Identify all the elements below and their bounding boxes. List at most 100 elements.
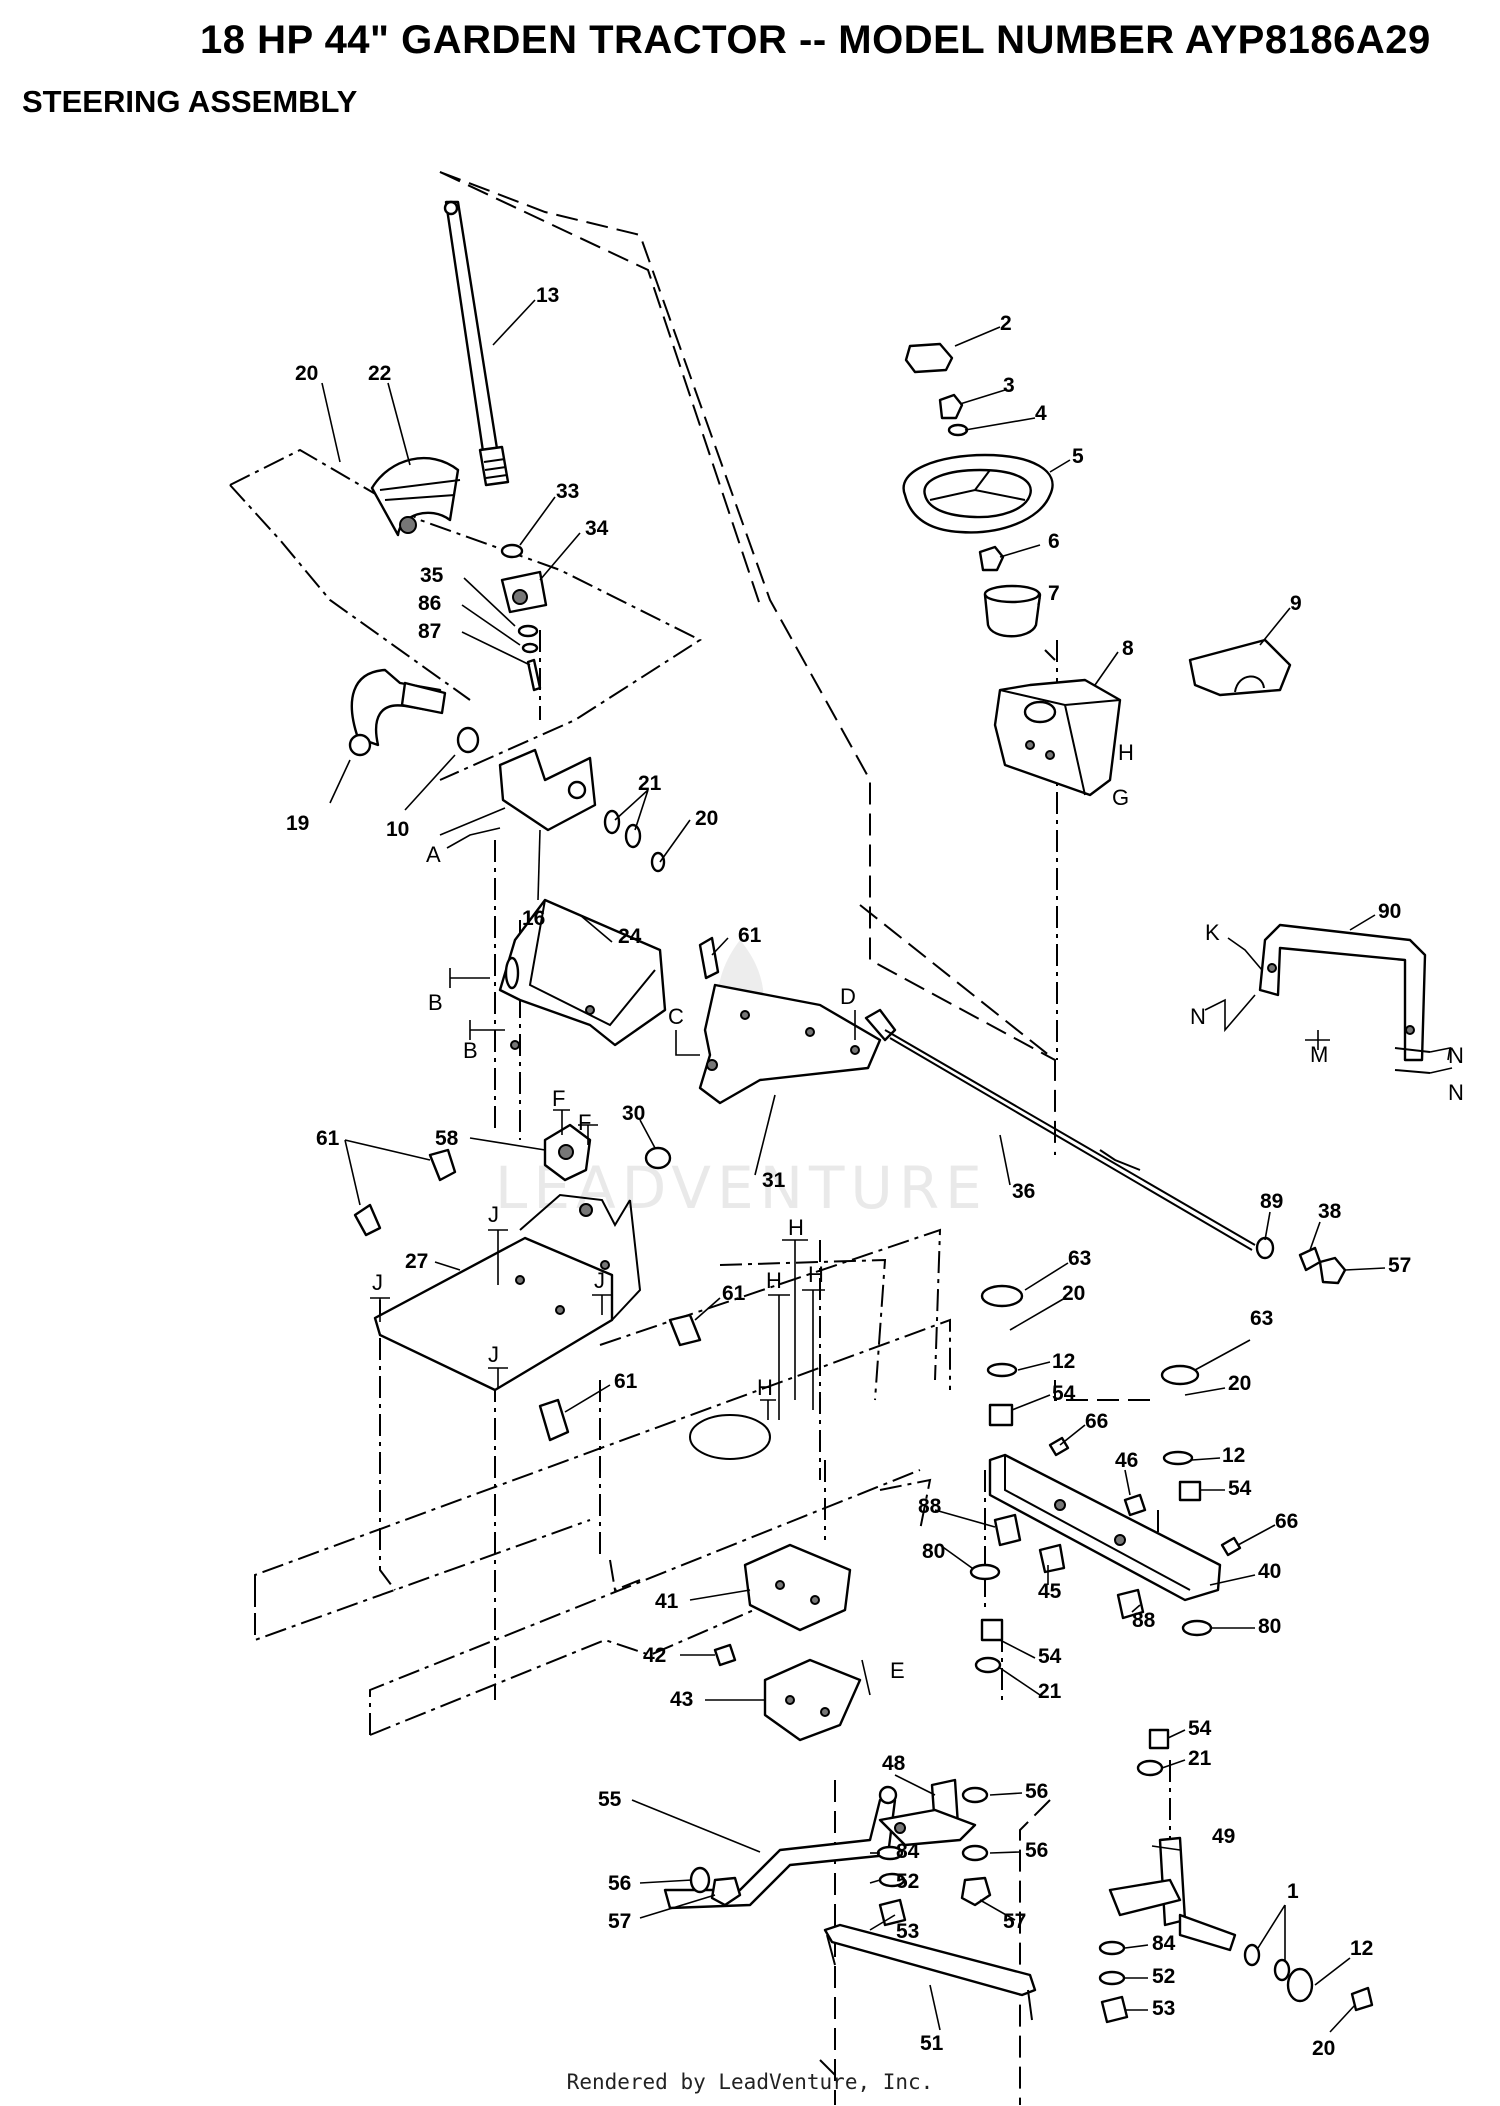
callout-90: 90 [1378, 900, 1401, 923]
callout-24: 24 [618, 925, 642, 948]
part-54-bushings [980, 1403, 1202, 1750]
callout-54: 54 [1052, 1382, 1076, 1405]
callout-57: 57 [608, 1910, 631, 1933]
callout-7: 7 [1048, 582, 1060, 605]
part-57-locknut [710, 1876, 992, 1907]
callout-20: 20 [1062, 1282, 1085, 1305]
callout-53: 53 [896, 1920, 919, 1943]
ref-letter-H: H [766, 1268, 782, 1293]
part-30-ball-joint [644, 1146, 672, 1170]
callout-88: 88 [918, 1495, 942, 1518]
callout-87: 87 [418, 620, 441, 643]
leader-lines [321, 299, 1386, 2033]
ref-letter-A: A [426, 842, 441, 867]
reference-letters: A B B C D E F F G H H H H H J J J J K M [370, 740, 1464, 1696]
callout-20: 20 [695, 807, 718, 830]
part-31-pivot-plate [698, 983, 882, 1105]
part-41-axle-bracket [743, 1543, 852, 1632]
ref-letter-J: J [488, 1342, 499, 1367]
callout-41: 41 [655, 1590, 679, 1613]
part-80-washer [969, 1563, 1213, 1637]
callout-80: 80 [1258, 1615, 1281, 1638]
callout-42: 42 [643, 1644, 666, 1667]
ref-letter-H: H [757, 1375, 773, 1400]
part-55-drag-link [663, 1785, 898, 1910]
part-27-mounting-plate [373, 1193, 642, 1392]
callout-53: 53 [1152, 1997, 1175, 2020]
callout-8: 8 [1122, 637, 1134, 660]
callout-33: 33 [556, 480, 579, 503]
part-63-cap [980, 1284, 1200, 1386]
footer-credit: Rendered by LeadVenture, Inc. [566, 2070, 934, 2094]
callout-30: 30 [622, 1102, 645, 1125]
part-38-spring [1298, 1246, 1322, 1272]
part-88-spacer [993, 1513, 1145, 1620]
part-56-washer [689, 1786, 989, 1894]
part-43-bracket [763, 1658, 862, 1742]
part-58-pivot-block [543, 1123, 592, 1182]
part-48-left-spindle [878, 1778, 977, 1847]
callout-66: 66 [1275, 1510, 1298, 1533]
part-90-dash-bracket [1258, 923, 1431, 1074]
callout-numbers: 13 20 22 33 34 35 86 87 19 10 16 21 20 2… [286, 284, 1411, 2060]
ref-letter-F: F [578, 1110, 591, 1135]
ref-letter-N: N [1448, 1043, 1464, 1068]
callout-1: 1 [1287, 1880, 1299, 1903]
callout-38: 38 [1318, 1200, 1342, 1223]
part-19-steering-arm [348, 668, 447, 757]
part-7-adapter [983, 584, 1042, 638]
part-2-steering-cap [904, 342, 954, 374]
callout-63: 63 [1068, 1247, 1091, 1270]
callout-27: 27 [405, 1250, 428, 1273]
part-46-clip [1123, 1493, 1147, 1517]
callout-84: 84 [1152, 1932, 1176, 1955]
ref-letter-J: J [488, 1202, 499, 1227]
callout-57: 57 [1388, 1254, 1411, 1277]
callout-12: 12 [1052, 1350, 1075, 1373]
callout-89: 89 [1260, 1190, 1283, 1213]
part-49-right-spindle [1108, 1836, 1237, 1952]
part-9-plate [1188, 638, 1292, 697]
callout-54: 54 [1188, 1717, 1212, 1740]
callout-86: 86 [418, 592, 441, 615]
part-16-bracket [498, 748, 597, 832]
callout-52: 52 [1152, 1965, 1175, 1988]
callout-84: 84 [896, 1840, 920, 1863]
callout-56: 56 [1025, 1839, 1048, 1862]
part-89-washer [1255, 1236, 1275, 1260]
callout-52: 52 [896, 1870, 919, 1893]
callout-35: 35 [420, 564, 444, 587]
callout-10: 10 [386, 818, 409, 841]
ref-letter-G: G [1112, 785, 1129, 810]
ref-letter-J: J [594, 1268, 605, 1293]
callout-34: 34 [585, 517, 609, 540]
part-4-washer [947, 423, 969, 437]
ref-letter-F: F [552, 1086, 565, 1111]
part-12-washers [986, 1362, 1314, 2003]
part-6-nut [978, 545, 1005, 572]
part-8-dash-panel [993, 678, 1122, 797]
callout-4: 4 [1035, 402, 1047, 425]
part-3-nut [938, 393, 964, 420]
callout-49: 49 [1212, 1825, 1235, 1848]
ref-letter-C: C [668, 1004, 684, 1029]
callout-21: 21 [1038, 1680, 1062, 1703]
part-24-support [498, 898, 667, 1050]
part-61-clip [353, 936, 720, 1442]
ref-letter-H: H [788, 1215, 804, 1240]
callout-13: 13 [536, 284, 559, 307]
part-40-front-axle [988, 1453, 1222, 1602]
part-13-steering-shaft [443, 200, 510, 487]
callout-31: 31 [762, 1169, 786, 1192]
callout-20: 20 [1228, 1372, 1251, 1395]
callout-36: 36 [1012, 1180, 1035, 1203]
callout-55: 55 [598, 1788, 622, 1811]
callout-20: 20 [1312, 2037, 1335, 2060]
callout-20: 20 [295, 362, 318, 385]
callout-63: 63 [1250, 1307, 1273, 1330]
callout-61: 61 [738, 924, 762, 947]
callout-3: 3 [1003, 374, 1015, 397]
callout-61: 61 [614, 1370, 638, 1393]
callout-43: 43 [670, 1688, 693, 1711]
ref-letter-H: H [1118, 740, 1134, 765]
